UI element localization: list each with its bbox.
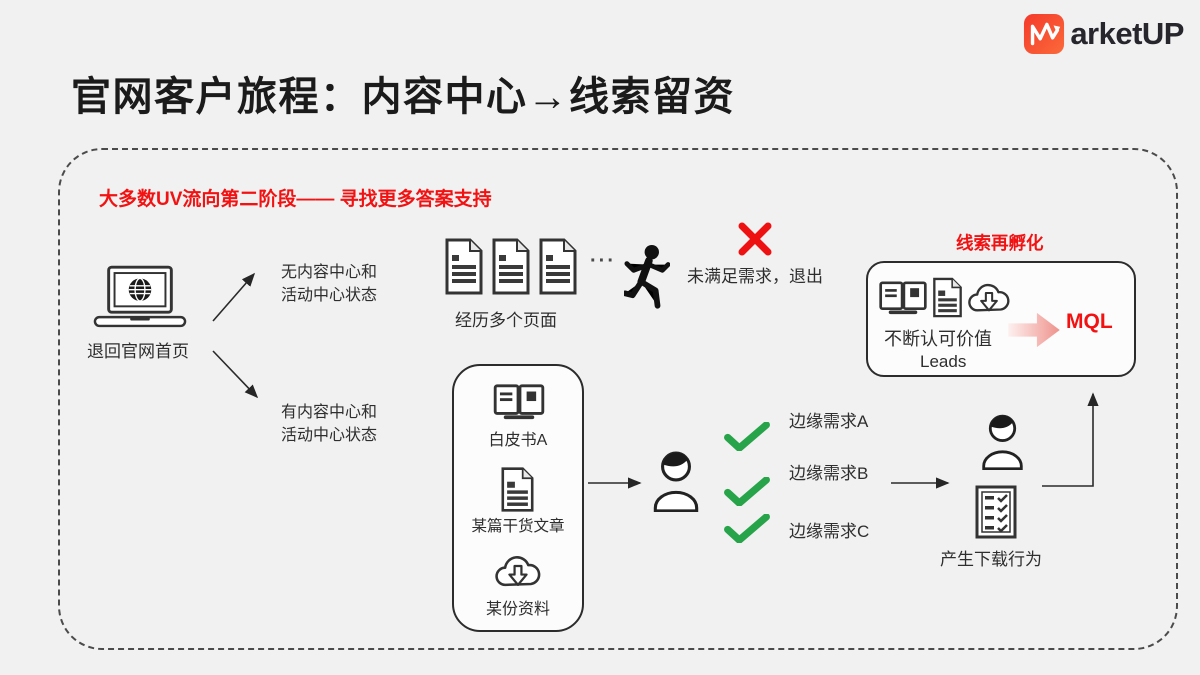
- content-center-box: 白皮书A 某篇干货文章 某份资料: [452, 364, 584, 632]
- branch-no-label-line1: 无内容中心和: [281, 264, 378, 281]
- running-person-icon: [624, 244, 670, 309]
- mql-label: MQL: [1066, 310, 1113, 333]
- document-icon: [539, 238, 577, 295]
- document-icon: [492, 238, 530, 295]
- journey-frame: [58, 148, 1178, 650]
- pages-caption: 经历多个页面: [455, 311, 557, 330]
- nurture-title: 线索再孵化: [956, 233, 1044, 253]
- book-icon: [493, 384, 545, 420]
- ellipsis: ···: [590, 250, 616, 272]
- cloud-download-icon: [495, 556, 541, 587]
- logo-text: arketUP: [1070, 16, 1184, 51]
- x-mark-icon: [738, 222, 772, 256]
- article-icon: [933, 277, 962, 318]
- stage-note: 大多数UV流向第二阶段—— 寻找更多答案支持: [99, 189, 492, 210]
- branch-no-label: 无内容中心和 活动中心状态: [281, 261, 377, 307]
- branch-yes-label: 有内容中心和 活动中心状态: [281, 401, 377, 447]
- page-title: 官网客户旅程：内容中心→线索留资: [71, 75, 735, 119]
- branch-yes-label-line1: 有内容中心和: [281, 404, 378, 421]
- download-caption: 产生下载行为: [940, 550, 1042, 569]
- nurture-value-caption: 不断认可价值: [884, 329, 992, 349]
- branch-no-label-line2: 活动中心状态: [281, 287, 378, 305]
- nurture-leads-caption: Leads: [920, 352, 967, 371]
- content-item-label: 某份资料: [485, 601, 550, 618]
- branch-yes-label-line2: 活动中心状态: [281, 427, 378, 445]
- cloud-download-icon: [968, 283, 1010, 312]
- person-icon: [982, 414, 1023, 470]
- need-label: 边缘需求B: [789, 464, 869, 483]
- article-icon: [501, 467, 534, 512]
- mql-gradient-arrow-icon: [1008, 312, 1060, 348]
- exit-caption: 未满足需求，退出: [687, 267, 823, 286]
- content-item-label: 白皮书A: [488, 432, 548, 449]
- need-label: 边缘需求A: [789, 412, 869, 431]
- start-caption: 退回官网首页: [87, 342, 189, 361]
- content-item-label: 某篇干货文章: [471, 518, 565, 535]
- logo: arketUP: [1023, 13, 1184, 55]
- check-icon: [724, 422, 770, 451]
- laptop-globe-icon: [93, 265, 187, 328]
- document-icon: [445, 238, 483, 295]
- person-icon: [653, 451, 699, 512]
- marketup-logo-icon: [1024, 13, 1065, 55]
- need-label: 边缘需求C: [789, 522, 870, 541]
- checklist-icon: [975, 485, 1017, 539]
- check-icon: [724, 514, 770, 543]
- book-icon: [879, 281, 927, 315]
- nurture-box: 不断认可价值 Leads MQL: [866, 261, 1136, 377]
- check-icon: [724, 477, 770, 506]
